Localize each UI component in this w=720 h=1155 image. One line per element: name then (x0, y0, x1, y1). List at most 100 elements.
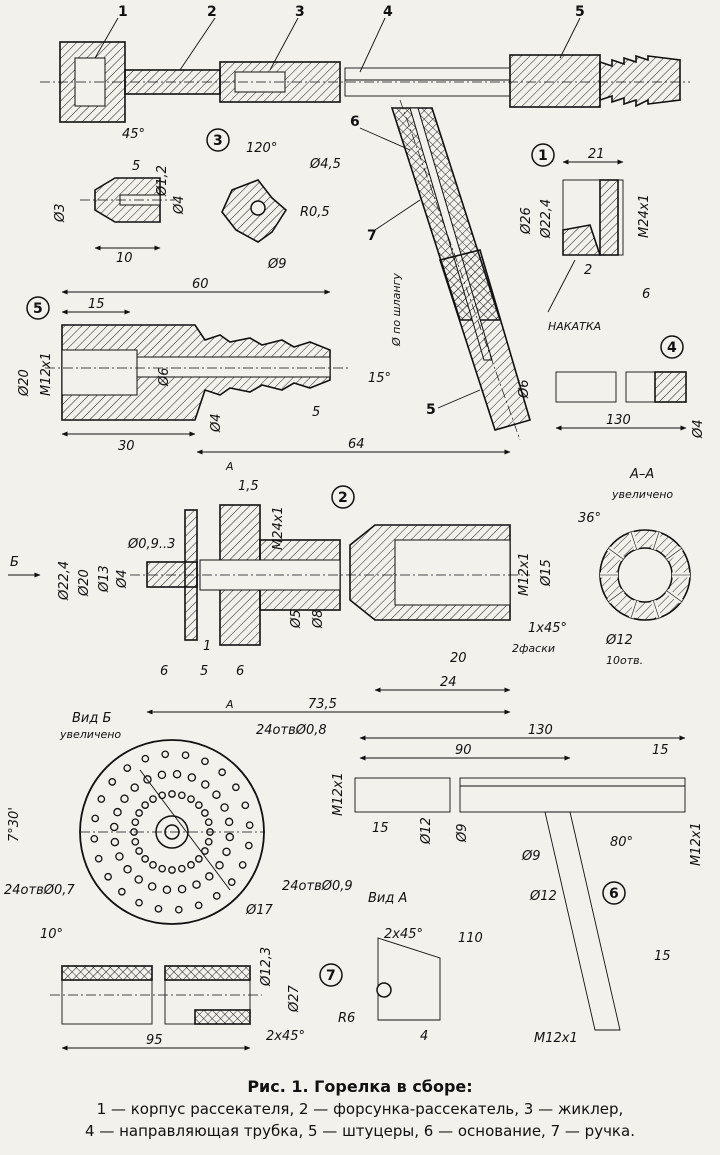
fit-60: 60 (192, 277, 209, 292)
tube-d6: Ø6 (517, 379, 532, 399)
section-aa-slot-edge (630, 532, 637, 550)
va-r6: R6 (338, 1011, 355, 1026)
view-b-hole (177, 864, 186, 873)
body-detail: 1 21 Ø26 Ø22,4 M24x1 2 6 НАКАТКА (519, 143, 652, 333)
noz-chamfer: 1x45° (528, 621, 567, 636)
base-90: 90 (455, 743, 472, 758)
view-b-hole (201, 780, 210, 789)
fit-15deg: 15° (368, 371, 391, 386)
noz-d5: Ø5 (289, 609, 304, 629)
base-110: 110 (458, 931, 483, 946)
arrow-b: Б (8, 555, 41, 578)
va-4: 4 (420, 1029, 428, 1044)
jet-d3: Ø3 (53, 203, 68, 223)
tube-d4: Ø4 (691, 419, 706, 439)
noz-6b: 6 (236, 664, 244, 679)
noz-d093: Ø0,9..3 (127, 537, 175, 552)
body-2: 2 (584, 263, 592, 278)
circled-1: 1 (538, 148, 548, 164)
view-b-hole (227, 878, 236, 886)
view-b: Вид Б увеличено 24отвØ0,8 7°30' 24отвØ0,… (4, 711, 353, 925)
view-b-hole (204, 837, 213, 846)
base-d12: Ø12 (419, 817, 434, 845)
view-b-hole (158, 791, 167, 800)
vb-holes-07: 24отвØ0,7 (4, 883, 75, 898)
circled-6: 6 (609, 886, 619, 902)
view-b-hole (244, 841, 253, 850)
section-aa-slot-edge (666, 548, 682, 560)
handle-chamfer: 2x45° (266, 1029, 305, 1044)
view-b-hole (205, 872, 214, 881)
view-b-hole (177, 884, 187, 894)
base-80deg: 80° (610, 835, 633, 850)
view-b-hole (172, 769, 182, 779)
view-b-hole (245, 821, 254, 830)
fit-hose: Ø по шлангу (390, 273, 403, 347)
base-m12r: M12x1 (689, 822, 704, 866)
noz-20: 20 (450, 651, 467, 666)
view-b-hole (220, 803, 229, 812)
swirler-detail: 3 120° Ø4,5 R0,5 Ø9 (206, 128, 341, 272)
fit-m12: M12x1 (39, 352, 54, 396)
vb-d17: Ø17 (245, 903, 274, 918)
view-b-hole (201, 757, 209, 766)
view-b-hole (187, 795, 195, 803)
noz-15: 1,5 (238, 479, 259, 494)
view-b-hole (238, 861, 247, 869)
view-b-hole (241, 801, 250, 810)
view-b-hole (168, 866, 176, 874)
view-b-hole (131, 818, 140, 827)
circled-3: 3 (213, 133, 223, 149)
noz-1: 1 (203, 639, 211, 654)
base-d9: Ø9 (455, 823, 470, 843)
view-b-hole (222, 847, 231, 857)
callout-6: 6 (350, 114, 360, 130)
view-b-hole (201, 847, 209, 855)
noz-A-bot: A (225, 698, 234, 711)
body-m24: M24x1 (637, 194, 652, 238)
view-b-hole (94, 854, 103, 863)
view-b-hole (215, 861, 224, 870)
arrow-b-label: Б (10, 555, 19, 570)
body-len21: 21 (588, 147, 605, 162)
swirl-r: R0,5 (300, 205, 330, 220)
handle-d27: Ø27 (287, 984, 302, 1013)
vb-title: Вид Б (72, 711, 111, 726)
view-b-hole (141, 801, 149, 809)
aa-holes: 10отв. (606, 654, 643, 667)
noz-24: 24 (440, 675, 457, 690)
aa-title: А–А (629, 467, 654, 482)
noz-735: 73,5 (308, 697, 337, 712)
noz-5: 5 (200, 664, 208, 679)
body-d26: Ø26 (519, 207, 534, 235)
swirl-angle: 120° (246, 141, 277, 156)
noz-d20: Ø20 (77, 569, 92, 597)
jet-d12: Ø1,2 (155, 165, 170, 197)
view-b-hole (218, 768, 226, 777)
callout-7: 7 (367, 228, 377, 244)
view-b-hole (201, 809, 209, 817)
base-d9v: Ø9 (521, 849, 541, 864)
view-b-hole (134, 875, 143, 884)
view-b-hole (177, 791, 186, 800)
vb-scale: увеличено (59, 728, 121, 741)
view-b-hole (113, 807, 122, 817)
base-15r: 15 (652, 743, 669, 758)
aa-36deg: 36° (578, 511, 601, 526)
noz-d4: Ø4 (115, 569, 130, 589)
noz-A-top: A (225, 460, 234, 473)
fit-d6: Ø6 (157, 367, 172, 387)
view-b-hole (110, 837, 120, 847)
view-b-hole (120, 794, 129, 803)
vb-holes-09: 24отвØ0,9 (282, 879, 353, 894)
callout-3: 3 (295, 4, 305, 20)
circled-7: 7 (326, 968, 336, 984)
view-b-hole (130, 783, 139, 792)
caption-line-2: 4 — направляющая трубка, 5 — штуцеры, 6 … (85, 1122, 635, 1140)
view-b-hole (141, 754, 150, 763)
noz-m12: M12x1 (517, 552, 532, 596)
base-130: 130 (528, 723, 553, 738)
noz-d8: Ø8 (311, 609, 326, 629)
base-d12v: Ø12 (529, 889, 557, 904)
noz-m24: M24x1 (271, 506, 286, 550)
